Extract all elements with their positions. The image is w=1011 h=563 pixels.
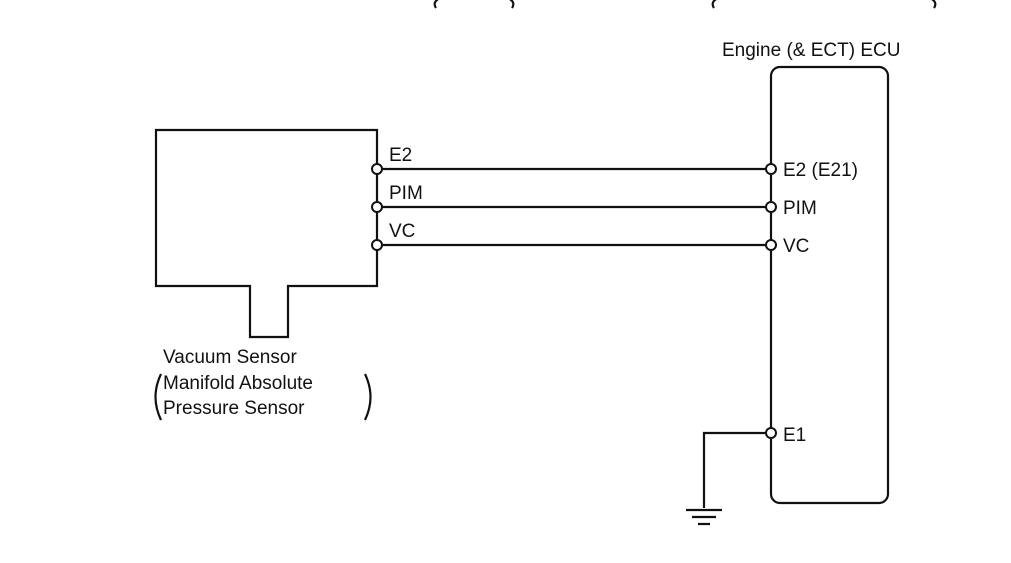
sensor-pin-e2-label: E2 [389, 145, 412, 166]
wires [382, 167, 766, 508]
sensor-terminal-vc [371, 239, 383, 251]
wire-e1-ground [702, 431, 766, 508]
vacuum-sensor: Vacuum Sensor Manifold Absolute Pressure… [154, 128, 379, 421]
sensor-pin-vc-label: VC [389, 221, 415, 242]
sensor-name-line1: Vacuum Sensor [163, 347, 297, 368]
ground-icon [686, 508, 722, 526]
ecu-box [769, 65, 890, 505]
ecu-terminals: E2 (E21) PIM VC E1 [765, 160, 858, 446]
ecu-pin-vc-label: VC [783, 236, 809, 257]
cropped-top-marks [433, 0, 937, 9]
sensor-terminals: E2 PIM VC [371, 145, 423, 251]
sensor-terminal-e2 [371, 163, 383, 175]
sensor-name-right-paren [364, 373, 372, 421]
sensor-name-line2: Manifold Absolute [163, 373, 313, 394]
ecu-pin-pim-label: PIM [783, 198, 817, 219]
ecu-terminal-e2 [765, 163, 777, 175]
ecu-title: Engine (& ECT) ECU [722, 40, 900, 61]
sensor-name-line3: Pressure Sensor [163, 398, 305, 419]
ecu-terminal-e1 [765, 427, 777, 439]
sensor-body [154, 128, 379, 339]
ecu-pin-e2-label: E2 (E21) [783, 160, 858, 181]
ecu-pin-e1-label: E1 [783, 425, 806, 446]
sensor-terminal-pim [371, 201, 383, 213]
ecu-terminal-pim [765, 201, 777, 213]
sensor-pin-pim-label: PIM [389, 183, 423, 204]
ecu-block: Engine (& ECT) ECU [722, 40, 900, 505]
sensor-name-left-paren [154, 373, 162, 421]
ecu-terminal-vc [765, 239, 777, 251]
